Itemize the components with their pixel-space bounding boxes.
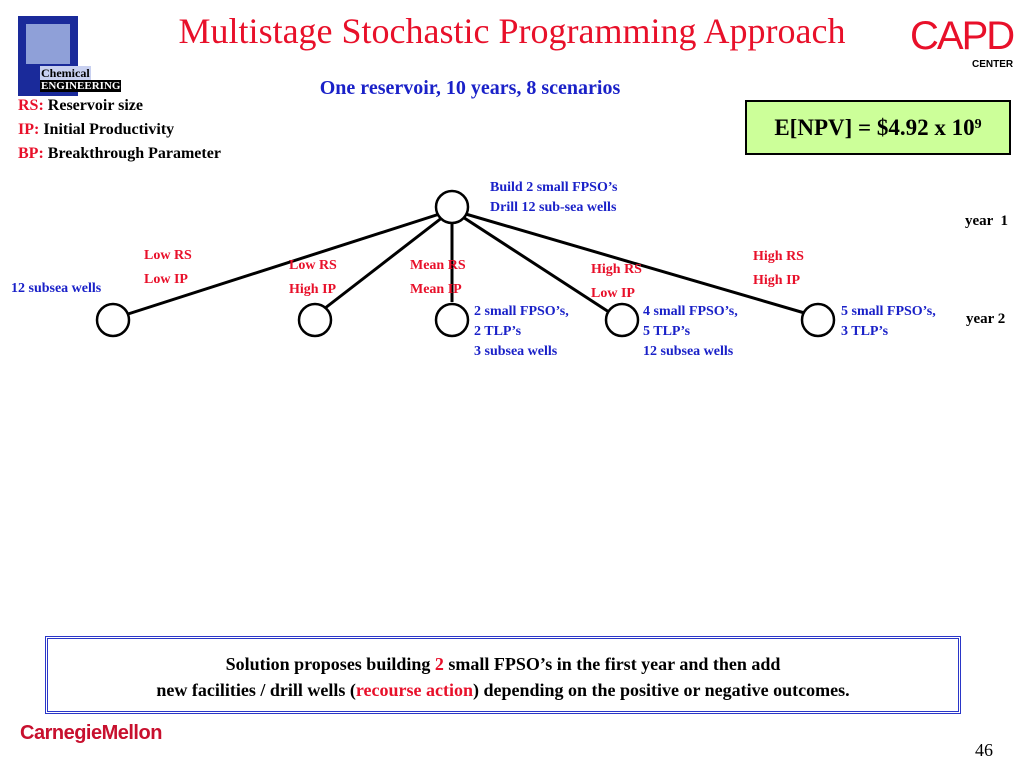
node-5-action: 5 small FPSO’s,3 TLP’s [841,304,936,339]
root-action: Build 2 small FPSO’s Drill 12 sub-sea we… [490,180,618,215]
legend-ip: IP: Initial Productivity [18,121,175,138]
year-2-label: year 2 [966,311,1006,327]
edge-2 [319,208,453,314]
page-title: Multistage Stochastic Programming Approa… [178,11,846,51]
npv-label: E[NPV] = $4.92 x 10 [774,114,975,140]
edge-5 [451,208,809,316]
logo-text-line1: Chemical [40,66,91,81]
logo-text-line2: ENGINEERING [40,80,122,92]
capd-logo: CAPD CENTER [910,14,1015,70]
node-3 [434,302,470,338]
capd-logo-sub: CENTER [972,59,1014,70]
capd-logo-text: CAPD [910,14,1015,58]
node-2 [297,302,333,338]
node-1 [95,302,131,338]
subtitle: One reservoir, 10 years, 8 scenarios [319,77,621,99]
root-node [434,189,470,225]
edge-4 [451,208,613,316]
npv-exponent: 9 [974,116,982,132]
edge-1 [127,208,453,316]
carnegie-mellon-logo: CarnegieMellon [20,722,162,744]
year-1-label: year 1 [965,213,1009,229]
legend-bp: BP: Breakthrough Parameter [18,145,221,162]
chemical-engineering-logo: Chemical ENGINEERING [18,16,122,96]
page-number: 46 [975,740,993,760]
legend-rs: RS: Reservoir size [18,97,143,114]
node-4 [604,302,640,338]
node-5 [800,302,836,338]
solution-box: Solution proposes building 2 small FPSO’… [45,636,961,714]
node-1-action: 12 subsea wells [11,281,102,296]
